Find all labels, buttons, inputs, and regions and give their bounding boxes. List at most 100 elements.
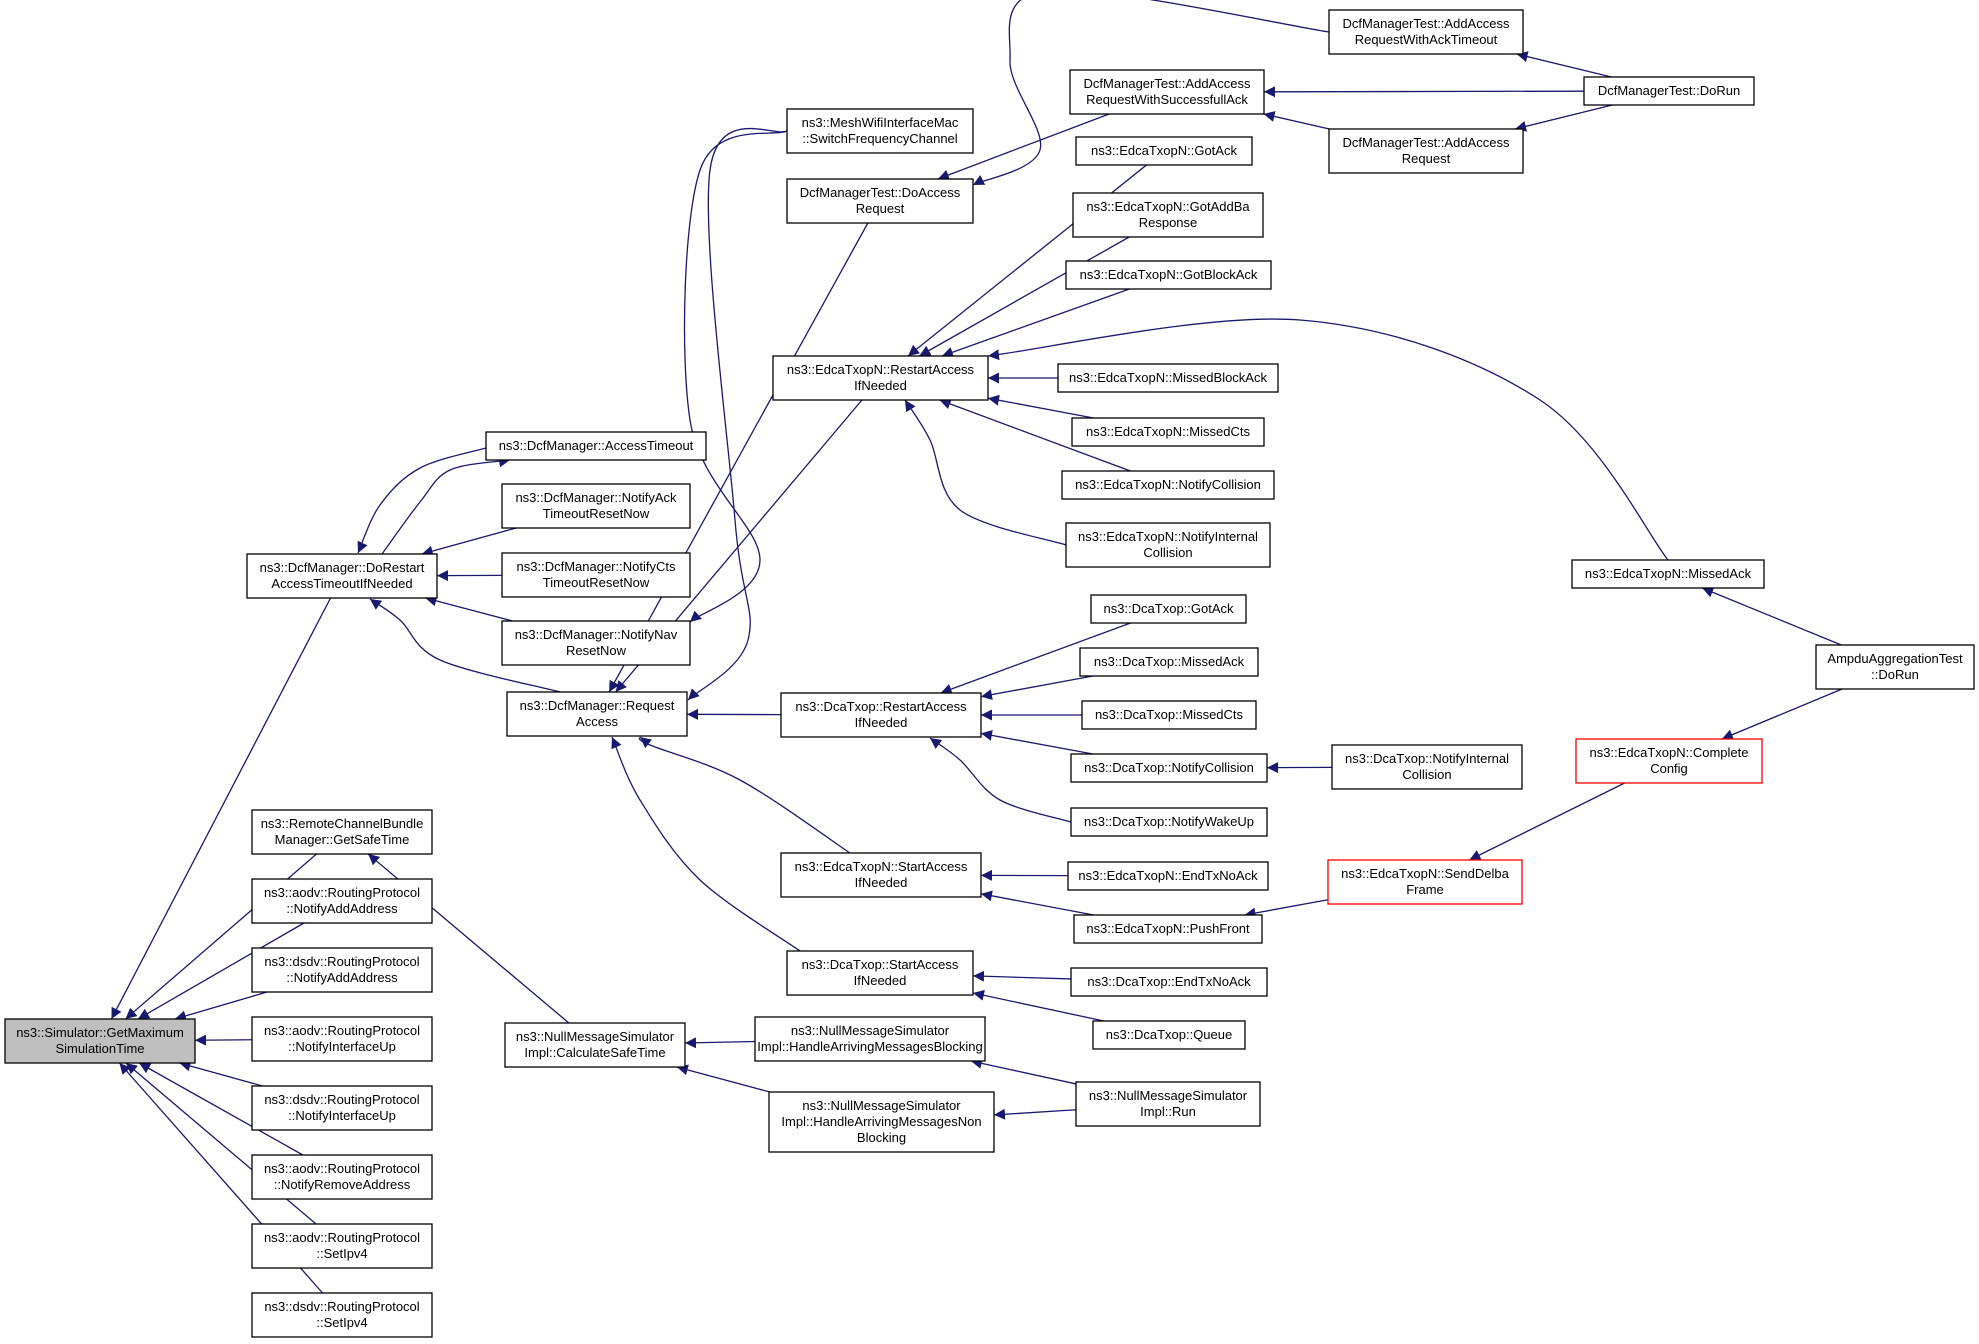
node-dcaEndTxNoAck[interactable]: ns3::DcaTxop::EndTxNoAck [1070, 967, 1268, 997]
node-box [1071, 417, 1265, 447]
node-nmsHandleNonBlocking[interactable]: ns3::NullMessageSimulatorImpl::HandleArr… [768, 1091, 995, 1153]
node-label-line: ns3::DcaTxop::Queue [1106, 1027, 1232, 1042]
node-edcaMissedBlockAck[interactable]: ns3::EdcaTxopN::MissedBlockAck [1057, 363, 1279, 393]
node-label-line: ns3::EdcaTxopN::Complete [1590, 745, 1749, 760]
node-nmsHandleBlocking[interactable]: ns3::NullMessageSimulatorImpl::HandleArr… [754, 1016, 986, 1062]
node-dcaMissedCts[interactable]: ns3::DcaTxop::MissedCts [1081, 700, 1257, 730]
node-label-line: ns3::DcfManager::NotifyAck [515, 490, 677, 505]
node-dcaNotifyWakeUp[interactable]: ns3::DcaTxop::NotifyWakeUp [1070, 807, 1268, 837]
node-label-line: ns3::EdcaTxopN::MissedAck [1585, 566, 1752, 581]
node-label-line: ns3::DcaTxop::MissedCts [1095, 707, 1244, 722]
edge-dcaNotifyWakeUp-to-dcaRestart [929, 737, 1072, 823]
node-edcaNotifyCollision[interactable]: ns3::EdcaTxopN::NotifyCollision [1061, 470, 1275, 500]
node-label-line: Impl::HandleArrivingMessagesBlocking [757, 1039, 982, 1054]
node-edcaGotAck[interactable]: ns3::EdcaTxopN::GotAck [1075, 136, 1253, 166]
node-dsdvSetIpv4[interactable]: ns3::dsdv::RoutingProtocol::SetIpv4 [251, 1292, 433, 1338]
node-dcfNotifyAck[interactable]: ns3::DcfManager::NotifyAckTimeoutResetNo… [501, 483, 691, 529]
node-box [1328, 128, 1524, 174]
node-dcfNotifyCts[interactable]: ns3::DcfManager::NotifyCtsTimeoutResetNo… [501, 552, 691, 598]
edge-edcaNotifyInternal-to-edcaRestart [904, 399, 1067, 546]
edge-dcfDoRestart-to-root [110, 597, 332, 1020]
edge-edcaPushFront-to-edcaStart [980, 890, 1094, 916]
node-box [501, 620, 691, 666]
node-dcaQueue[interactable]: ns3::DcaTxop::Queue [1092, 1020, 1246, 1050]
node-meshSwitch[interactable]: ns3::MeshWifiInterfaceMac::SwitchFrequen… [786, 108, 974, 154]
edge-edcaNotifyCollision-to-edcaRestart [939, 398, 1131, 472]
node-box [1067, 861, 1269, 891]
edge-dcaStart-to-dcfRequestAccess [611, 736, 801, 952]
node-label-line: ns3::dsdv::RoutingProtocol [264, 1092, 419, 1107]
node-label-line: ::NotifyInterfaceUp [288, 1108, 396, 1123]
node-box [4, 1018, 196, 1064]
node-label-line: ns3::DcfManager::NotifyNav [515, 627, 678, 642]
node-edcaEndTxNoAck[interactable]: ns3::EdcaTxopN::EndTxNoAck [1067, 861, 1269, 891]
node-label-line: ns3::NullMessageSimulator [1089, 1088, 1248, 1103]
node-edcaPushFront[interactable]: ns3::EdcaTxopN::PushFront [1073, 914, 1263, 944]
edge-dcfmtAddSuccess-to-dcfmtDoAccess [937, 113, 1110, 181]
node-edcaMissedCts[interactable]: ns3::EdcaTxopN::MissedCts [1071, 417, 1265, 447]
node-label-line: Collision [1143, 545, 1192, 560]
node-label-line: ns3::DcaTxop::StartAccess [802, 957, 959, 972]
node-label-line: ns3::EdcaTxopN::GotAddBa [1086, 199, 1250, 214]
node-label-line: ns3::DcaTxop::GotAck [1103, 601, 1234, 616]
node-aodvSetIpv4[interactable]: ns3::aodv::RoutingProtocol::SetIpv4 [251, 1223, 433, 1269]
node-rcbGetSafeTime[interactable]: ns3::RemoteChannelBundleManager::GetSafe… [251, 809, 433, 855]
node-box [1075, 136, 1253, 166]
node-dcaMissedAck[interactable]: ns3::DcaTxop::MissedAck [1079, 647, 1259, 677]
node-dcaGotAck[interactable]: ns3::DcaTxop::GotAck [1090, 594, 1247, 624]
node-box [1073, 914, 1263, 944]
node-dsdvIfUp[interactable]: ns3::dsdv::RoutingProtocol::NotifyInterf… [251, 1085, 433, 1131]
node-aodvNotifyAdd[interactable]: ns3::aodv::RoutingProtocol::NotifyAddAdd… [251, 878, 433, 924]
node-box [1070, 967, 1268, 997]
edge-dcaMissedAck-to-dcaRestart [980, 675, 1094, 701]
node-box [1079, 647, 1259, 677]
node-nmsCalcSafe[interactable]: ns3::NullMessageSimulatorImpl::Calculate… [504, 1022, 686, 1068]
edge-aodvNotifyAdd-to-root [137, 922, 305, 1020]
node-edcaMissedAck[interactable]: ns3::EdcaTxopN::MissedAck [1571, 559, 1765, 589]
edge-edcaCompleteConfig-to-edcaSendDelba [1469, 782, 1625, 861]
node-label-line: RequestWithSuccessfullAck [1086, 92, 1248, 107]
edge-dcfDoRestart-to-dcfAccessTimeout [381, 456, 511, 555]
node-box [251, 947, 433, 993]
node-box [1815, 644, 1975, 690]
edge-dcfNotifyNav-to-dcfDoRestart [425, 595, 513, 622]
node-dcaNotifyCollision[interactable]: ns3::DcaTxop::NotifyCollision [1070, 753, 1268, 783]
node-dcfAccessTimeout[interactable]: ns3::DcfManager::AccessTimeout [485, 431, 707, 461]
node-label-line: Collision [1402, 767, 1451, 782]
nodes-layer: ns3::Simulator::GetMaximumSimulationTime… [4, 9, 1975, 1338]
edge-ampduDoRun-to-edcaMissedAck [1701, 587, 1842, 646]
node-box [754, 1016, 986, 1062]
node-box [251, 1016, 433, 1062]
node-dcfmtDoRun[interactable]: DcfManagerTest::DoRun [1583, 76, 1755, 106]
node-box [251, 1085, 433, 1131]
node-dcfmtAddTimeout[interactable]: DcfManagerTest::AddAccessRequestWithAckT… [1328, 9, 1524, 55]
node-aodvIfUp[interactable]: ns3::aodv::RoutingProtocol::NotifyInterf… [251, 1016, 433, 1062]
node-edcaGotBlockAck[interactable]: ns3::EdcaTxopN::GotBlockAck [1065, 260, 1272, 290]
node-label-line: Impl::HandleArrivingMessagesNon [781, 1114, 981, 1129]
node-box [1090, 594, 1247, 624]
node-box [1069, 69, 1265, 115]
node-label-line: ns3::EdcaTxopN::NotifyInternal [1078, 529, 1258, 544]
node-dcfDoRestart[interactable]: ns3::DcfManager::DoRestartAccessTimeoutI… [246, 553, 438, 599]
node-ampduDoRun[interactable]: AmpduAggregationTest::DoRun [1815, 644, 1975, 690]
node-aodvRemove[interactable]: ns3::aodv::RoutingProtocol::NotifyRemove… [251, 1154, 433, 1200]
node-dcfmtAddSuccess[interactable]: DcfManagerTest::AddAccessRequestWithSucc… [1069, 69, 1265, 115]
edge-edcaMissedAck-to-edcaRestart [987, 318, 1669, 561]
node-dsdvNotifyAdd[interactable]: ns3::dsdv::RoutingProtocol::NotifyAddAdd… [251, 947, 433, 993]
node-label-line: AccessTimeoutIfNeeded [271, 576, 412, 591]
